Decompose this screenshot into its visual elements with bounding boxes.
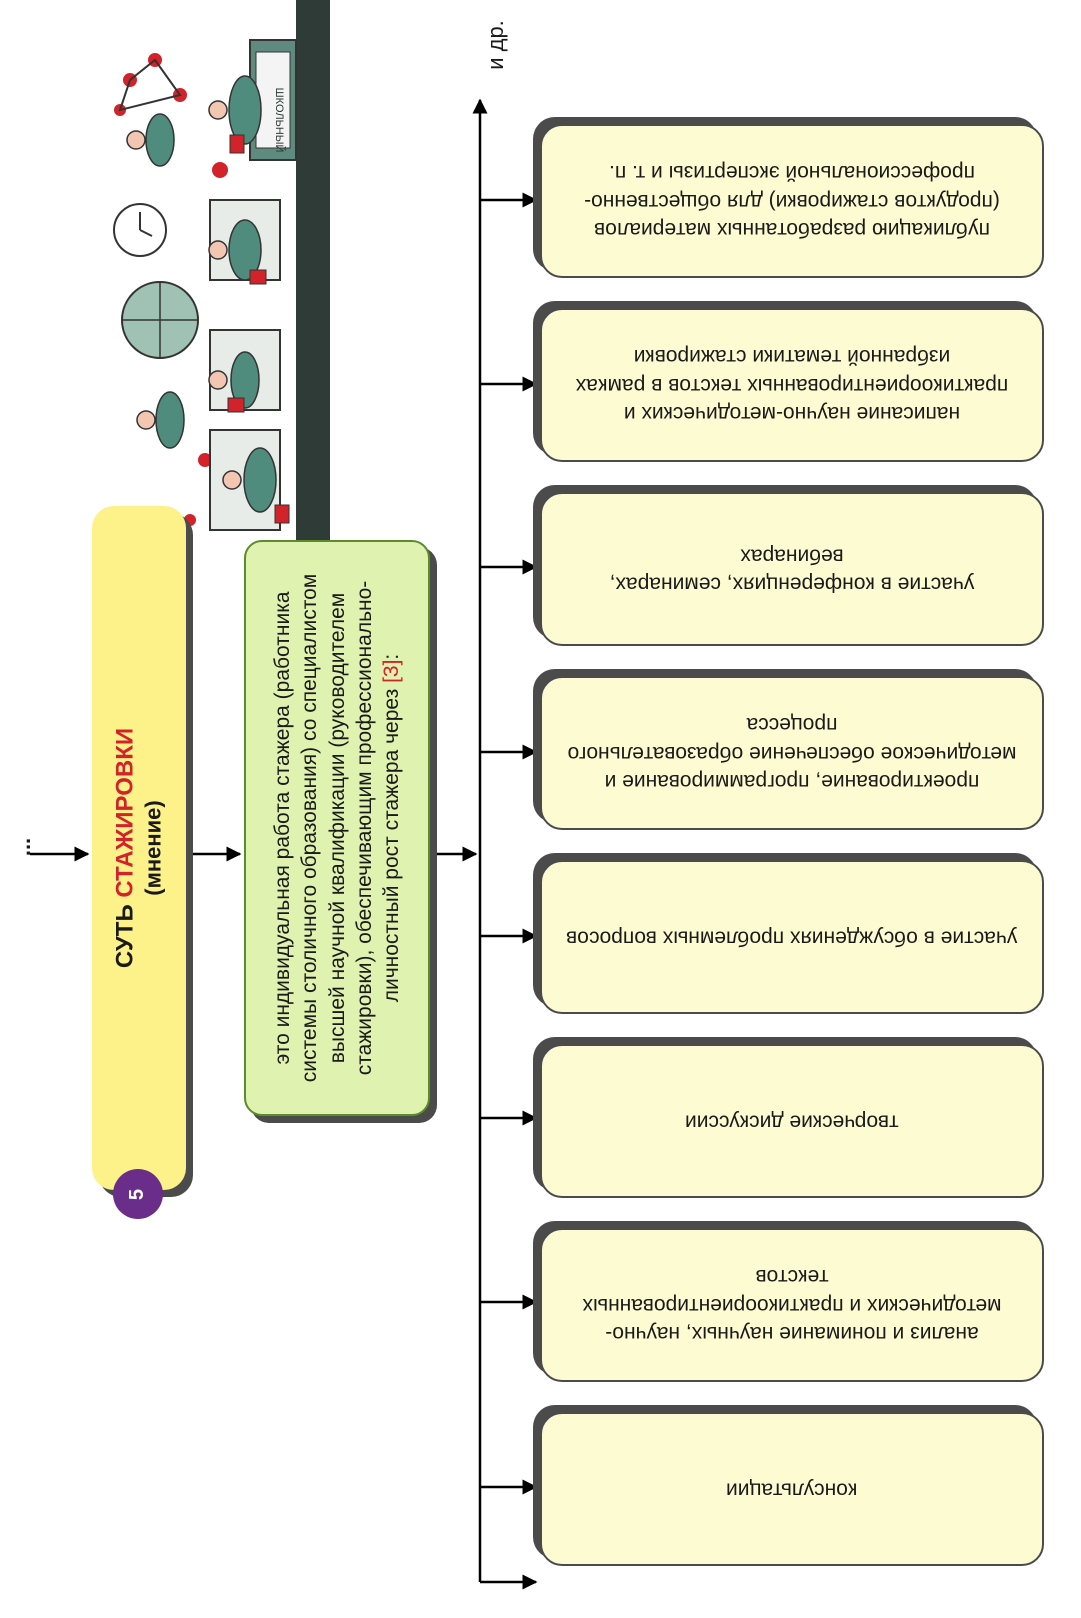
and-others-label: и др.	[483, 20, 508, 70]
definition-box: это индивидуальная работа стажера (работ…	[244, 540, 430, 1116]
illustration-sign: ШКОЛЬНЫЙ	[273, 88, 286, 153]
title-text: СУТЬ СТАЖИРОВКИ (мнение)	[111, 728, 166, 968]
title-box: СУТЬ СТАЖИРОВКИ (мнение)	[92, 506, 186, 1190]
title-part1: СУТЬ	[111, 904, 139, 969]
item-label: участие в конференциях, семинарах, вебин…	[609, 544, 975, 596]
item-label: публикацию разработанных материалов (про…	[584, 161, 1000, 242]
continuation-dots: ...	[10, 837, 35, 857]
item-box-design: проектирование, программирование и метод…	[540, 676, 1044, 830]
definition-reference: [3]	[379, 659, 403, 683]
item-box-conferences: участие в конференциях, семинарах, вебин…	[540, 492, 1044, 646]
item-box-writing: написание научно-методических и практико…	[540, 308, 1044, 462]
item-box-creative-discussions: творческие дискуссии	[540, 1044, 1044, 1198]
title-subtitle: (мнение)	[140, 800, 166, 896]
item-label: проектирование, программирование и метод…	[567, 713, 1017, 794]
item-label: творческие дискуссии	[685, 1110, 899, 1134]
item-label: консультации	[726, 1478, 858, 1502]
definition-text: это индивидуальная работа стажера (работ…	[269, 548, 405, 1108]
title-part2: СТАЖИРОВКИ	[111, 727, 139, 898]
item-label: участие в обсуждениях проблемных вопросо…	[566, 926, 1018, 950]
definition-body: это индивидуальная работа стажера (работ…	[270, 573, 403, 1083]
item-box-analysis: анализ и понимание научных, научно-метод…	[540, 1228, 1044, 1382]
item-box-discussions-problems: участие в обсуждениях проблемных вопросо…	[540, 860, 1044, 1014]
school-illustration: ШКОЛЬНЫЙ	[113, 0, 330, 555]
section-number-badge: 5	[113, 1169, 163, 1219]
section-number: 5	[126, 1188, 149, 1200]
item-label: написание научно-методических и практико…	[575, 345, 1009, 426]
item-label: анализ и понимание научных, научно-метод…	[582, 1265, 1002, 1346]
definition-colon: :	[379, 653, 403, 660]
item-box-consultations: консультации	[540, 1412, 1044, 1566]
item-box-publication: публикацию разработанных материалов (про…	[540, 124, 1044, 278]
